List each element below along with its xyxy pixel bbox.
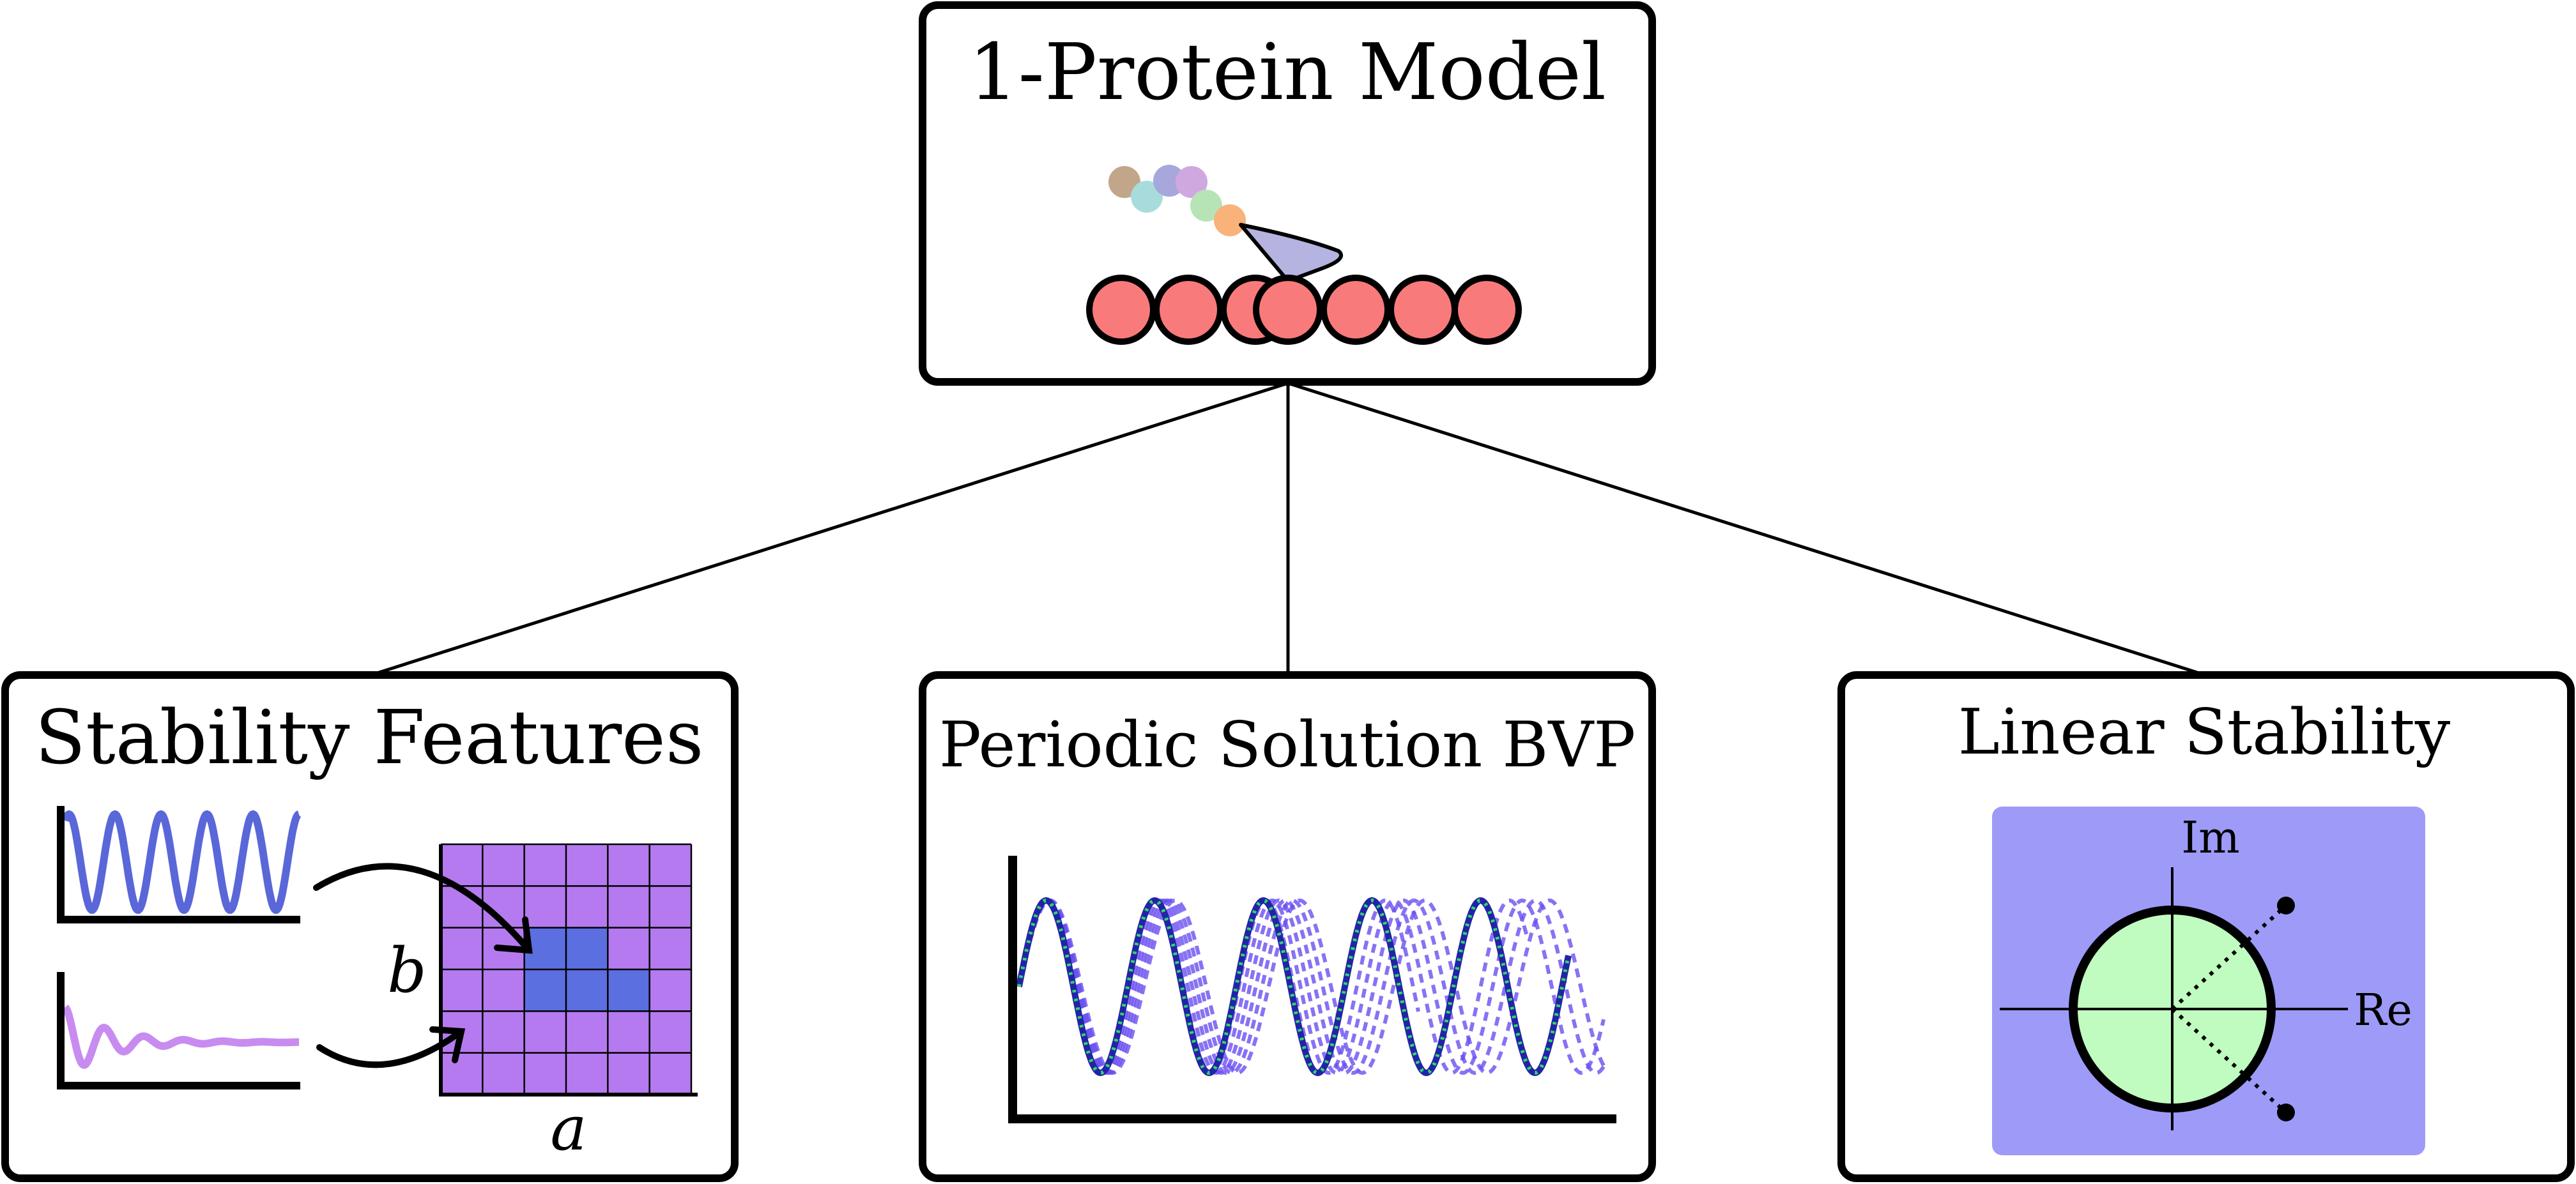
imaginary-axis-label: Im <box>2181 813 2239 863</box>
top-box: 1-Protein Model <box>919 1 1656 386</box>
damped-signal-line <box>62 1005 299 1069</box>
bvp-dashed-curve <box>1017 898 1606 1075</box>
membrane-bead <box>1253 275 1323 345</box>
oscillating-signal-axes <box>57 806 300 923</box>
real-axis-label: Re <box>2354 985 2412 1036</box>
oscillating-signal-plot <box>57 806 302 923</box>
axis-label-a: a <box>550 1093 586 1164</box>
funnel-enzyme-icon <box>1239 223 1344 283</box>
bvp-axes <box>1008 856 1616 1123</box>
right-box: Linear Stability Im Re <box>1837 671 2575 1182</box>
membrane-bead-row <box>1086 275 1522 345</box>
eigenvalue-point-icon <box>2277 1104 2295 1121</box>
eigenvalue-point-icon <box>2277 897 2295 915</box>
left-box-title: Stability Features <box>35 695 704 781</box>
membrane-bead <box>1321 275 1391 345</box>
membrane-bead <box>1388 275 1458 345</box>
bvp-dotted-curve <box>1017 898 1570 1075</box>
middle-box-title: Periodic Solution BVP <box>939 709 1636 782</box>
top-box-title: 1-Protein Model <box>969 27 1606 118</box>
connectors <box>376 381 2200 675</box>
membrane-bead <box>1452 275 1522 345</box>
middle-box: Periodic Solution BVP <box>919 671 1656 1182</box>
grid-axes <box>439 844 698 1097</box>
bvp-dashed-curve <box>1017 898 1606 1075</box>
membrane-bead <box>1153 275 1223 345</box>
connector-left <box>376 381 1289 675</box>
bvp-curves <box>1016 897 1606 1077</box>
curved-arrow-icon <box>316 1028 464 1068</box>
left-box: Stability Features a b <box>1 671 739 1182</box>
curved-arrow-head <box>494 916 533 954</box>
protein-bead-chain-icon <box>1108 165 1246 236</box>
right-box-title: Linear Stability <box>1958 696 2451 769</box>
membrane-bead <box>1086 275 1156 345</box>
parameter-grid: a b <box>387 843 698 1164</box>
oscillating-signal-line <box>61 810 302 914</box>
grid-lines <box>440 843 693 1096</box>
connector-right <box>1287 381 2200 675</box>
damped-signal-axes <box>57 972 300 1089</box>
grid-highlight-cell <box>525 969 650 1011</box>
curved-arrows <box>313 863 533 1068</box>
curved-arrow-head <box>429 1026 466 1063</box>
damped-signal-plot <box>57 972 300 1089</box>
curved-arrow-icon <box>313 863 532 953</box>
axis-label-b: b <box>387 935 426 1006</box>
